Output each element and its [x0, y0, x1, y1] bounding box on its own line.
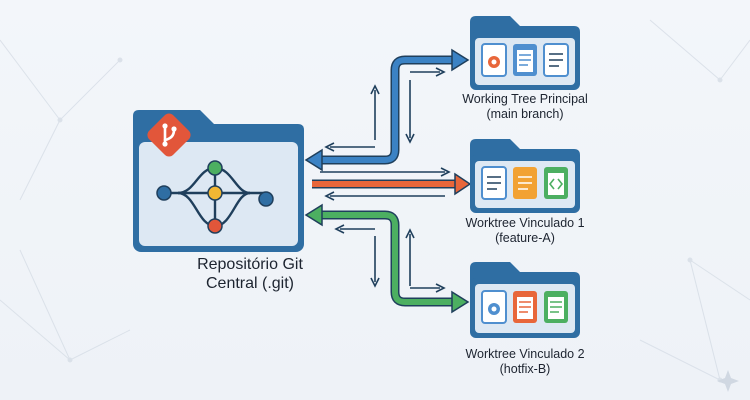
- text-file-icon: [543, 43, 569, 77]
- arrow-to-hotfix-b: [304, 203, 470, 314]
- worktree-folder-feature-a: [470, 139, 580, 213]
- worktree-folder-hotfix-b: [470, 262, 580, 338]
- worktree-label-feature-a-line1: Worktree Vinculado 1: [465, 216, 585, 230]
- worktree-folder-main: [470, 16, 580, 90]
- git-branch-icon: [147, 113, 191, 157]
- worktree-label-feature-a-line2: (feature-A): [495, 230, 555, 245]
- worktree-label-main-line1: Working Tree Principal: [462, 92, 588, 106]
- worktree-label-main: Working Tree Principal (main branch): [445, 92, 605, 122]
- central-repo-label-line2: Central (.git): [205, 274, 295, 292]
- gear-file-icon: [481, 43, 507, 77]
- text-file-icon: [513, 291, 537, 323]
- central-repo-label: Repositório Git Central (.git): [150, 256, 350, 294]
- code-file-icon: [513, 167, 537, 199]
- worktree-label-hotfix-b-line1: Worktree Vinculado 2: [465, 347, 585, 361]
- worktree-label-hotfix-b-line2: (hotfix-B): [499, 361, 551, 376]
- worktree-label-main-line2: (main branch): [486, 106, 564, 121]
- text-file-icon: [481, 166, 507, 200]
- commit-graph: [156, 160, 274, 234]
- gear-file-icon: [481, 290, 507, 324]
- worktree-label-feature-a: Worktree Vinculado 1 (feature-A): [445, 216, 605, 246]
- arrow-to-main: [304, 48, 470, 172]
- sparkle-icon: [717, 370, 739, 392]
- code-file-icon: [544, 167, 568, 199]
- arrow-to-feature-a: [312, 167, 472, 201]
- central-repo-folder: [133, 110, 304, 252]
- text-file-icon: [544, 291, 568, 323]
- worktree-label-hotfix-b: Worktree Vinculado 2 (hotfix-B): [445, 347, 605, 377]
- text-file-icon: [513, 44, 537, 76]
- background-network: [0, 19, 750, 383]
- central-repo-label-line1: Repositório Git: [197, 256, 303, 273]
